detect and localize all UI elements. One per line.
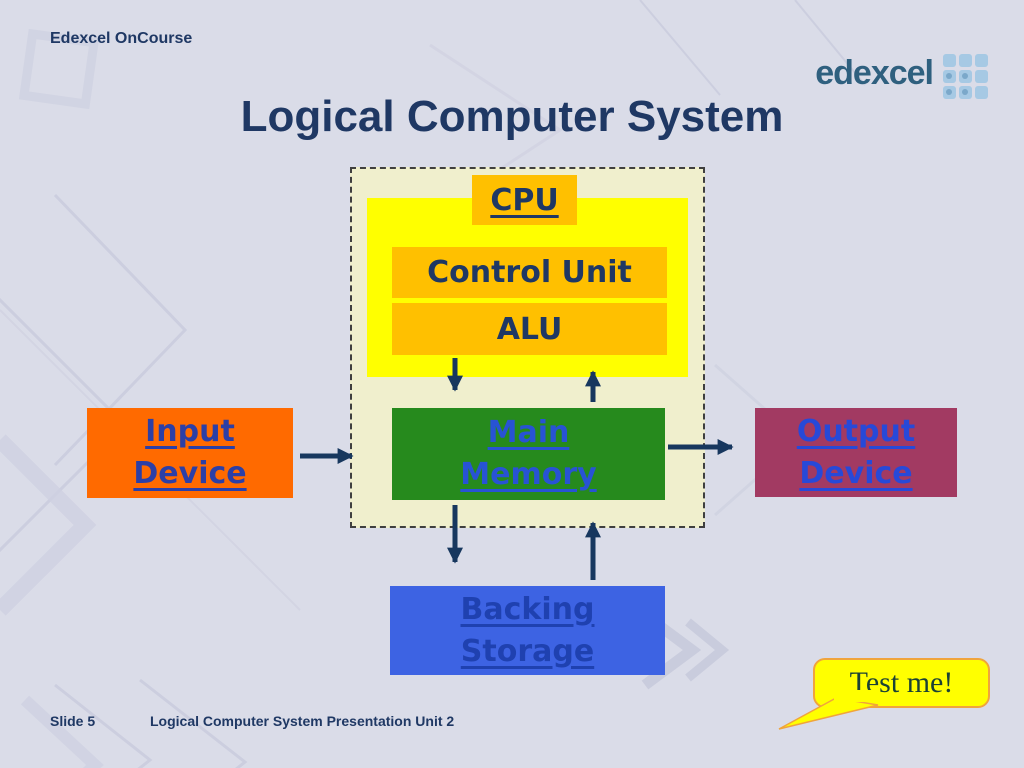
- alu-box: ALU: [392, 303, 667, 355]
- output-device-link[interactable]: Output Device: [796, 413, 916, 491]
- slide-number-label: Slide 5: [50, 713, 96, 729]
- brand-text: Edexcel OnCourse: [50, 30, 193, 47]
- test-me-button[interactable]: Test me!: [813, 658, 990, 708]
- page-title: Logical Computer System: [240, 92, 784, 141]
- footer-doc-title: Logical Computer System Presentation Uni…: [150, 713, 455, 729]
- input-device-box: Input Device: [87, 408, 293, 498]
- cpu-label-box: CPU: [472, 175, 577, 225]
- input-device-link[interactable]: Input Device: [133, 414, 247, 491]
- control-unit-label: Control Unit: [427, 255, 632, 290]
- alu-label: ALU: [496, 311, 563, 347]
- main-memory-box: Main Memory: [392, 408, 665, 500]
- main-memory-link[interactable]: Main Memory: [460, 415, 597, 492]
- backing-storage-link[interactable]: Backing Storage: [460, 591, 595, 669]
- cpu-link[interactable]: CPU: [490, 182, 559, 218]
- edexcel-logo-text: edexcel: [815, 54, 934, 92]
- output-device-box: Output Device: [755, 408, 957, 497]
- control-unit-box: Control Unit: [392, 247, 667, 298]
- backing-storage-box: Backing Storage: [390, 586, 665, 675]
- edexcel-logo-grid-icon: [943, 54, 988, 99]
